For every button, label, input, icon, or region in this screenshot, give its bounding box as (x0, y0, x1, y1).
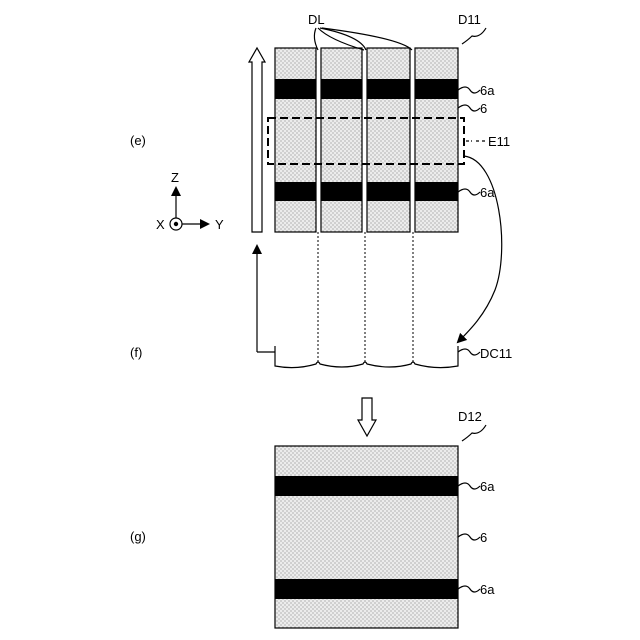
d11-label: D11 (458, 12, 481, 27)
axis-y-label: Y (215, 217, 224, 232)
transfer-curve-arrow (458, 156, 502, 342)
axis-x-label: X (156, 217, 165, 232)
panel-f-label: (f) (130, 345, 142, 360)
axes-indicator: Z X Y (156, 170, 224, 232)
bracket-dc11 (275, 346, 458, 368)
g-label-6a-lower: 6a (480, 582, 495, 597)
d12-label: D12 (458, 409, 482, 424)
dl-callout: DL (308, 12, 412, 50)
axis-z-label: Z (171, 170, 179, 185)
label-6: 6 (480, 101, 487, 116)
right-labels-g: 6a 6 6a (458, 479, 495, 597)
panel-g: (g) D12 6a 6 6a (130, 409, 495, 628)
right-labels-e: 6a 6 E11 6a (458, 83, 510, 200)
g-label-6a-upper: 6a (480, 479, 495, 494)
substrate-d12 (275, 446, 458, 628)
label-dc11: DC11 (480, 346, 512, 361)
panel-g-label: (g) (130, 529, 146, 544)
process-arrow-down (358, 398, 376, 436)
panel-e: (e) (130, 12, 510, 342)
dl-label: DL (308, 12, 325, 27)
d11-callout: D11 (458, 12, 486, 44)
process-arrow-up (249, 48, 265, 232)
projection-lines (318, 232, 413, 362)
d12-lower-layer-6a (275, 579, 458, 599)
d12-callout: D12 (458, 409, 486, 441)
label-6a-upper: 6a (480, 83, 495, 98)
panel-f: (f) DC11 (130, 232, 512, 368)
d12-upper-layer-6a (275, 476, 458, 496)
label-e11: E11 (488, 134, 510, 149)
substrate-d11 (275, 48, 458, 232)
g-label-6: 6 (480, 530, 487, 545)
panel-e-label: (e) (130, 133, 146, 148)
